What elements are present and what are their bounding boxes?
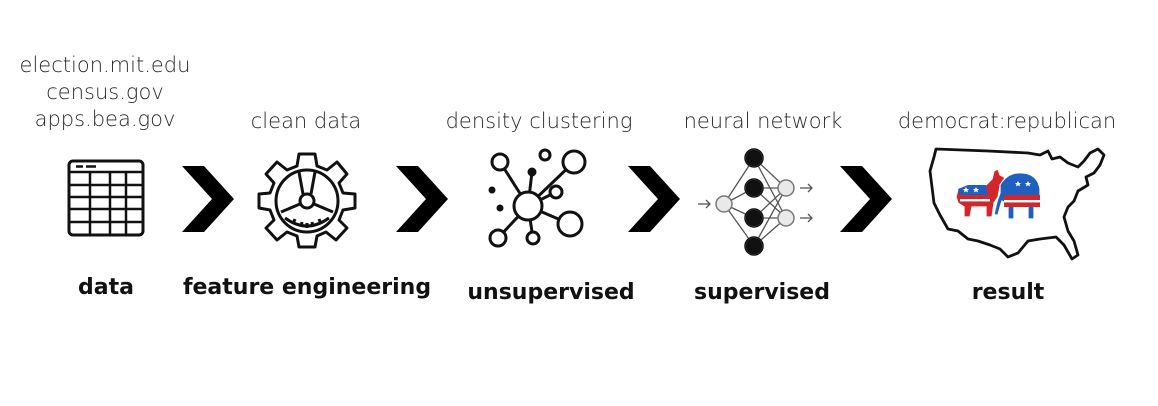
chevron-right-icon	[182, 166, 234, 232]
chevron-right-icon	[840, 166, 892, 232]
stage-title: data	[78, 275, 134, 300]
step-label: neural network	[683, 109, 843, 133]
source-label: census.gov	[46, 80, 164, 104]
step-label: democrat:republican	[897, 109, 1117, 133]
chevron-right-icon	[396, 166, 448, 232]
stage-title: supervised	[694, 280, 830, 305]
stage-title: feature engineering	[182, 275, 432, 300]
donkey-icon	[955, 168, 1007, 218]
gear-icon	[257, 152, 357, 249]
cluster-icon	[488, 148, 587, 248]
source-label-group: election.mit.edu census.gov apps.bea.gov	[20, 52, 191, 133]
us-map-icon	[928, 147, 1106, 261]
table-icon	[67, 159, 145, 237]
step-label: clean data	[250, 109, 362, 133]
neural-network-icon	[698, 148, 813, 256]
stage-title: unsupervised	[467, 280, 635, 305]
elephant-icon	[993, 172, 1041, 220]
source-label: election.mit.edu	[19, 53, 191, 77]
chevron-right-icon	[628, 166, 680, 232]
stage-title: result	[971, 280, 1045, 305]
source-label: apps.bea.gov	[34, 107, 176, 131]
step-label: density clustering	[445, 109, 633, 133]
